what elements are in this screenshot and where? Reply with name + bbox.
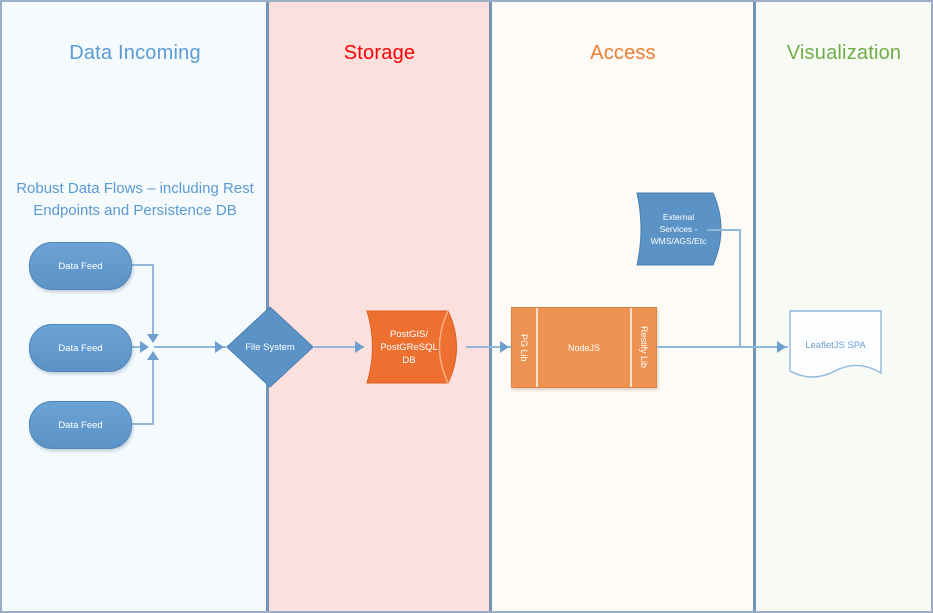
connector-feed2-h	[130, 346, 146, 348]
node-database[interactable]: PostGIS/ PostGReSQL DB	[366, 305, 466, 389]
node-external-services[interactable]: External Services - WMS/AGS/Etc	[635, 189, 730, 269]
lane-divider-2	[489, 2, 492, 611]
db-line-1: PostGIS/	[389, 328, 428, 340]
lane-title-storage: Storage	[343, 42, 416, 64]
ext-line-2: Services -	[659, 224, 698, 234]
node-pg-lib-label: PG Lib	[519, 333, 529, 362]
wave-document-shape	[636, 192, 722, 266]
lane-title-access: Access	[590, 42, 656, 64]
node-nodejs[interactable]: NodeJS	[538, 308, 632, 387]
node-external-services-label: External Services - WMS/AGS/Etc	[635, 189, 730, 269]
ext-line-3: WMS/AGS/Etc	[650, 236, 707, 246]
node-file-system-label: File System	[245, 341, 295, 353]
arrowhead-database	[355, 341, 364, 353]
connector-node-to-leaflet	[657, 346, 788, 348]
node-file-system[interactable]: File System	[226, 306, 314, 388]
note-robust-data-flows: Robust Data Flows – including Rest Endpo…	[16, 180, 254, 219]
node-data-feed-3[interactable]: Data Feed	[29, 401, 132, 449]
diamond-shape	[226, 306, 314, 388]
lane-visualization: Visualization	[755, 2, 931, 611]
db-line-3: DB	[402, 354, 416, 366]
lane-data-incoming: Data Incoming	[2, 2, 268, 611]
ext-line-1: External	[662, 212, 695, 222]
node-database-label: PostGIS/ PostGReSQL DB	[366, 305, 466, 389]
connector-feed3-v	[152, 354, 154, 425]
connector-feed3-h	[130, 423, 154, 425]
lane-storage: Storage	[268, 2, 491, 611]
node-restify-lib-label: Restify Lib	[639, 326, 649, 369]
lane-divider-1	[266, 2, 269, 611]
node-pg-lib[interactable]: PG Lib	[512, 308, 538, 387]
arrowhead-nodejs	[500, 341, 509, 353]
node-data-feed-3-label: Data Feed	[58, 419, 103, 431]
arrowhead-feed1	[147, 334, 159, 343]
node-leaflet-spa-label: LeafletJS SPA	[805, 339, 866, 351]
arrowhead-filesystem	[215, 341, 224, 353]
arrowhead-feed3	[147, 351, 159, 360]
connector-ext-v	[739, 229, 741, 347]
cylinder-shape	[366, 310, 457, 384]
db-line-2: PostGReSQL	[380, 341, 438, 353]
connector-db-to-node	[466, 346, 511, 348]
connector-ext-h	[707, 229, 741, 231]
node-data-feed-1-label: Data Feed	[58, 260, 103, 272]
connector-feed1-h	[130, 264, 154, 266]
connector-junction-to-filesystem	[154, 346, 226, 348]
node-data-feed-2[interactable]: Data Feed	[29, 324, 132, 372]
arrowhead-feed2	[140, 341, 149, 353]
node-data-feed-2-label: Data Feed	[58, 342, 103, 354]
node-leaflet-spa[interactable]: LeafletJS SPA	[788, 309, 883, 381]
document-shape	[789, 310, 882, 378]
lane-title-visualization: Visualization	[786, 42, 902, 64]
connector-feed1-v	[152, 264, 154, 340]
node-restify-lib[interactable]: Restify Lib	[632, 308, 656, 387]
connector-filesystem-to-db	[314, 346, 364, 348]
arrowhead-leaflet	[777, 341, 786, 353]
lane-title-data-incoming: Data Incoming	[69, 42, 201, 64]
lane-access: Access	[491, 2, 755, 611]
node-nodejs-label: NodeJS	[567, 342, 601, 353]
lane-divider-3	[753, 2, 756, 611]
node-application-server[interactable]: PG Lib NodeJS Restify Lib	[511, 307, 657, 388]
node-data-feed-1[interactable]: Data Feed	[29, 242, 132, 290]
